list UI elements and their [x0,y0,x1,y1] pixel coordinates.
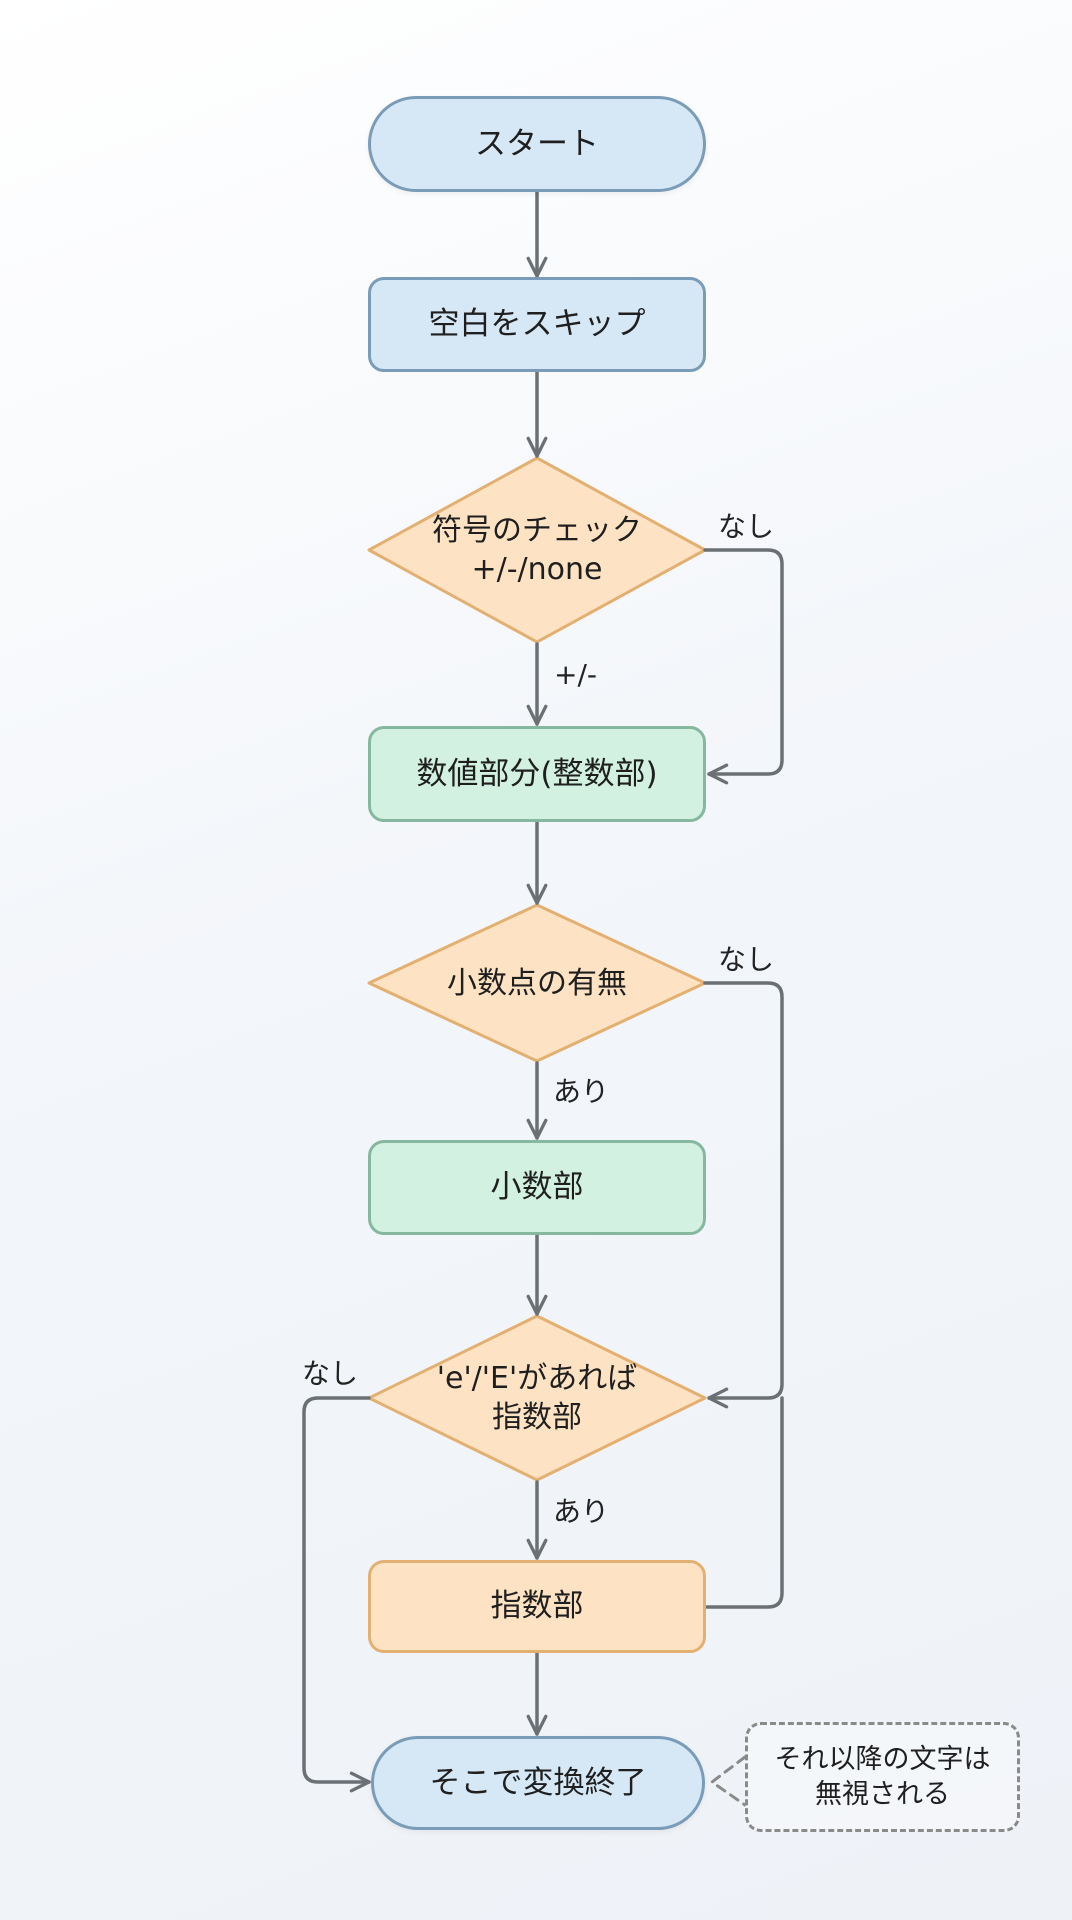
sign-check-label-line2: +/-/none [471,552,603,587]
skip-whitespace-node: 空白をスキップ [368,277,706,372]
end-node: そこで変換終了 [371,1736,705,1830]
exponent-check-label-line1: 'e'/'E'があれば [436,1361,638,1396]
skip-whitespace-label: 空白をスキップ [428,306,646,343]
edge-exponent-none-to-end [302,1396,371,1793]
fraction-part-node: 小数部 [368,1140,706,1235]
decision-decimal-shape [367,903,707,1063]
exponent-check-label-line2: 指数部 [492,1400,582,1435]
integer-part-label: 数値部分(整数部) [416,755,658,792]
edge-exponent-to-bypass [705,1396,784,1609]
exponent-none-label: なし [302,1357,359,1390]
sign-check-node: 符号のチェック +/-/none [369,458,705,642]
decimal-present-label: あり [553,1075,610,1108]
end-label: そこで変換終了 [429,1764,647,1801]
decision-sign-shape [367,456,707,644]
fraction-part-label: 小数部 [490,1169,584,1206]
decision-exponent-shape [367,1314,707,1482]
start-node: スタート [368,96,706,192]
start-label: スタート [475,125,599,162]
ignored-chars-note: それ以降の文字は 無視される [745,1722,1020,1832]
exponent-check-node: 'e'/'E'があれば 指数部 [369,1316,705,1480]
sign-none-label: なし [718,510,775,543]
sign-present-label: +/- [554,658,597,691]
exponent-present-label: あり [553,1495,610,1528]
decimal-check-label: 小数点の有無 [447,965,627,1001]
edge-decimal-none-bypass [703,981,784,1409]
decimal-none-label: なし [718,943,775,976]
decimal-check-node: 小数点の有無 [369,905,705,1061]
exponent-part-node: 指数部 [368,1560,706,1653]
integer-part-node: 数値部分(整数部) [368,726,706,822]
note-line1: それ以降の文字は [774,1743,991,1775]
sign-check-label-line1: 符号のチェック [432,513,642,548]
note-line2: 無視される [815,1779,950,1810]
note-connector [710,1755,747,1807]
exponent-part-label: 指数部 [490,1588,584,1625]
edge-sign-none-bypass [703,548,784,785]
